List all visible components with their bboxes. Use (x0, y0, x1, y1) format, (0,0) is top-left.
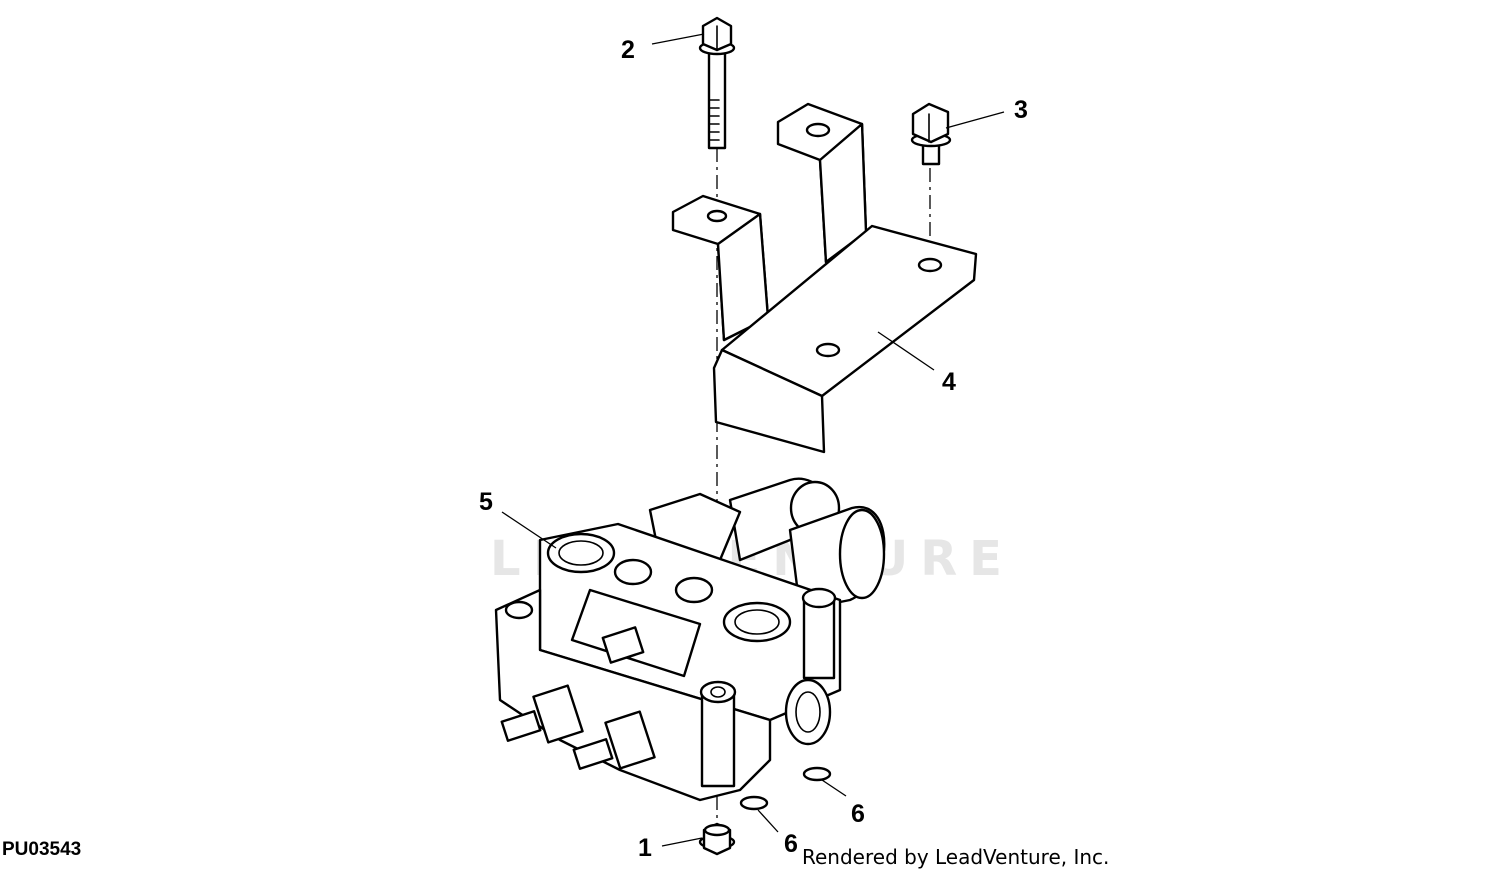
assembly-centerlines (716, 148, 931, 825)
callout-leader-lines (501, 33, 1005, 847)
callout-6-left: 6 (784, 830, 798, 858)
render-credit: Rendered by LeadVenture, Inc. (802, 845, 1109, 869)
callout-labels: 2 3 4 5 1 6 6 (479, 36, 1028, 862)
part-4-mounting-bracket (671, 102, 978, 454)
part-2-cap-screw-long (698, 16, 736, 150)
part-1-flange-nut (698, 822, 736, 856)
callout-6-right: 6 (851, 800, 865, 828)
callout-4: 4 (942, 368, 956, 396)
callout-3: 3 (1014, 96, 1028, 124)
part-5-control-valve (494, 477, 886, 802)
callout-2: 2 (621, 36, 635, 64)
figure-id: PU03543 (2, 839, 81, 860)
part-6-o-rings (739, 766, 832, 811)
callout-1: 1 (638, 834, 652, 862)
part-3-cap-screw-short (910, 102, 952, 166)
callout-5: 5 (479, 488, 493, 516)
